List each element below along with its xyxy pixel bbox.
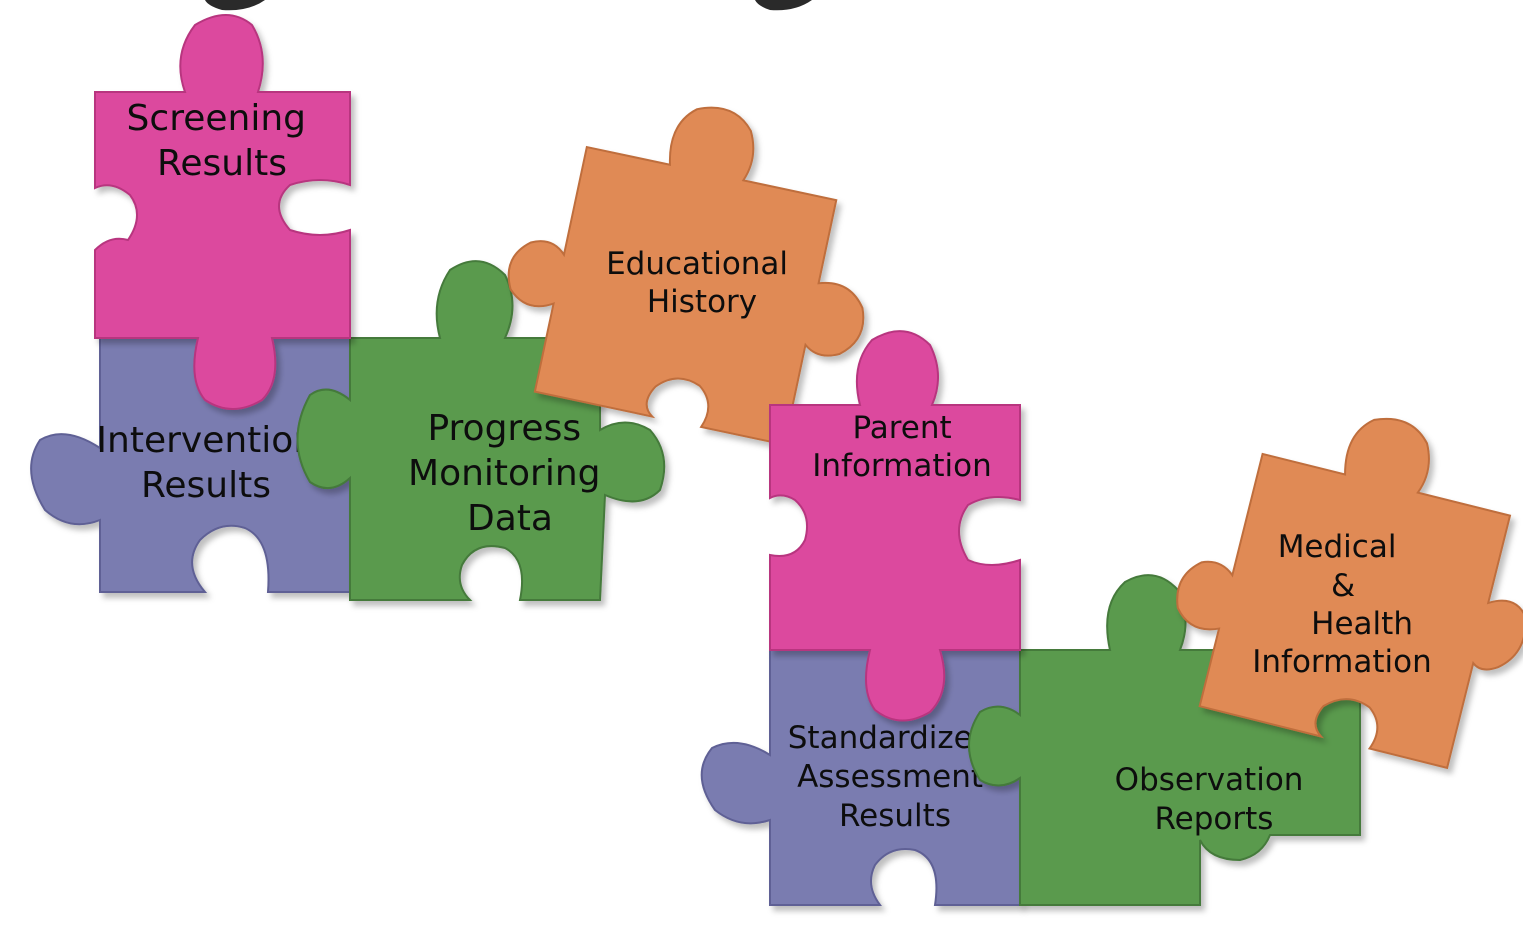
- piece-parent-label: Parent Information: [812, 410, 991, 484]
- piece-medical: Medical & Health Information: [1176, 417, 1523, 770]
- piece-educational: Educational History: [507, 106, 865, 446]
- piece-medical-shape: [1176, 417, 1523, 770]
- piece-intervention: Intervention Results: [30, 337, 351, 593]
- piece-parent-shape: [769, 330, 1021, 722]
- piece-medical-label: Medical & Health Information: [1252, 529, 1431, 680]
- piece-screening: Screening Results: [94, 14, 351, 410]
- piece-progress-label: Progress Monitoring Data: [408, 408, 612, 539]
- piece-screening-label: Screening Results: [127, 98, 318, 184]
- piece-parent: Parent Information: [769, 330, 1021, 722]
- piece-standardized-label: Standardized Assessment Results: [788, 720, 1003, 834]
- piece-educational-label: Educational History: [606, 246, 798, 320]
- piece-standardized: Standardized Assessment Results: [700, 649, 1021, 906]
- piece-screening-shape: [94, 14, 351, 410]
- top-fragment: [205, 0, 812, 11]
- piece-observation-label: Observation Reports: [1115, 762, 1314, 837]
- piece-intervention-label: Intervention Results: [96, 420, 327, 506]
- piece-educational-shape: [507, 106, 865, 446]
